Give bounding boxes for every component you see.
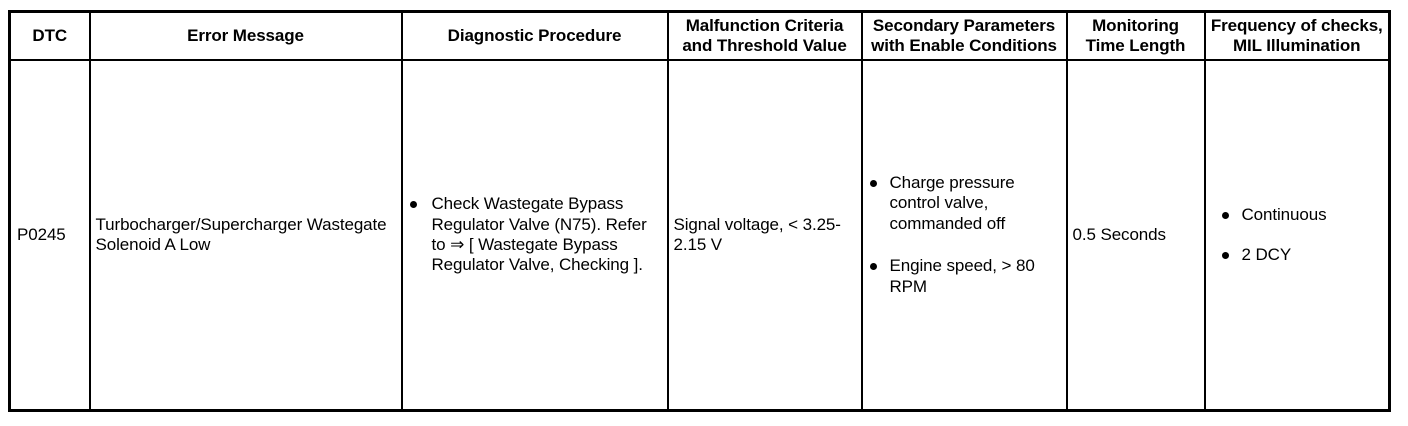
- bullet-icon: [1221, 211, 1229, 219]
- column-header-diagnostic-procedure: Diagnostic Procedure: [400, 10, 669, 62]
- bullet-icon: [869, 263, 877, 271]
- cell-frequency-mil: Continuous 2 DCY: [1203, 59, 1391, 412]
- bullet-icon: [1221, 252, 1229, 260]
- list-item-label: Continuous: [1241, 204, 1327, 224]
- list-item: Engine speed, > 80 RPM: [868, 256, 1061, 297]
- list-item-label: 2 DCY: [1241, 245, 1292, 265]
- list-item: 2 DCY: [1220, 245, 1384, 265]
- column-header-monitoring-time: Monitoring Time Length: [1065, 10, 1206, 62]
- cell-secondary-parameters: Charge pressure control valve, commanded…: [860, 59, 1068, 412]
- list-item: Continuous: [1220, 205, 1384, 225]
- column-header-secondary-parameters: Secondary Parameters with Enable Conditi…: [860, 10, 1068, 62]
- column-header-frequency-mil: Frequency of checks, MIL Illumination: [1203, 10, 1391, 62]
- table-header-row: DTC Error Message Diagnostic Procedure M…: [8, 10, 1391, 62]
- cell-malfunction-criteria: Signal voltage, < 3.25-2.15 V: [666, 59, 863, 412]
- diagnostic-procedure-list: Check Wastegate Bypass Regulator Valve (…: [408, 194, 662, 276]
- table-row: P0245 Turbocharger/Supercharger Wastegat…: [8, 59, 1391, 412]
- secondary-parameters-list: Charge pressure control valve, commanded…: [868, 173, 1061, 297]
- list-item: Charge pressure control valve, commanded…: [868, 173, 1061, 234]
- list-item: Check Wastegate Bypass Regulator Valve (…: [408, 194, 662, 276]
- column-header-malfunction-criteria: Malfunction Criteria and Threshold Value: [666, 10, 863, 62]
- list-item-label: Charge pressure control valve, commanded…: [889, 173, 1015, 233]
- bullet-icon: [869, 180, 877, 188]
- cell-monitoring-time: 0.5 Seconds: [1065, 59, 1206, 412]
- frequency-mil-list: Continuous 2 DCY: [1220, 205, 1384, 266]
- column-header-dtc: DTC: [8, 10, 91, 62]
- bullet-icon: [409, 201, 417, 209]
- column-header-error-message: Error Message: [88, 10, 403, 62]
- list-item-label: Check Wastegate Bypass Regulator Valve (…: [431, 194, 647, 275]
- list-item-label: Engine speed, > 80 RPM: [889, 256, 1035, 296]
- cell-dtc: P0245: [8, 59, 91, 412]
- dtc-diagnostic-table: DTC Error Message Diagnostic Procedure M…: [8, 10, 1391, 412]
- cell-error-message: Turbocharger/Supercharger Wastegate Sole…: [88, 59, 403, 412]
- cell-diagnostic-procedure: Check Wastegate Bypass Regulator Valve (…: [400, 59, 669, 412]
